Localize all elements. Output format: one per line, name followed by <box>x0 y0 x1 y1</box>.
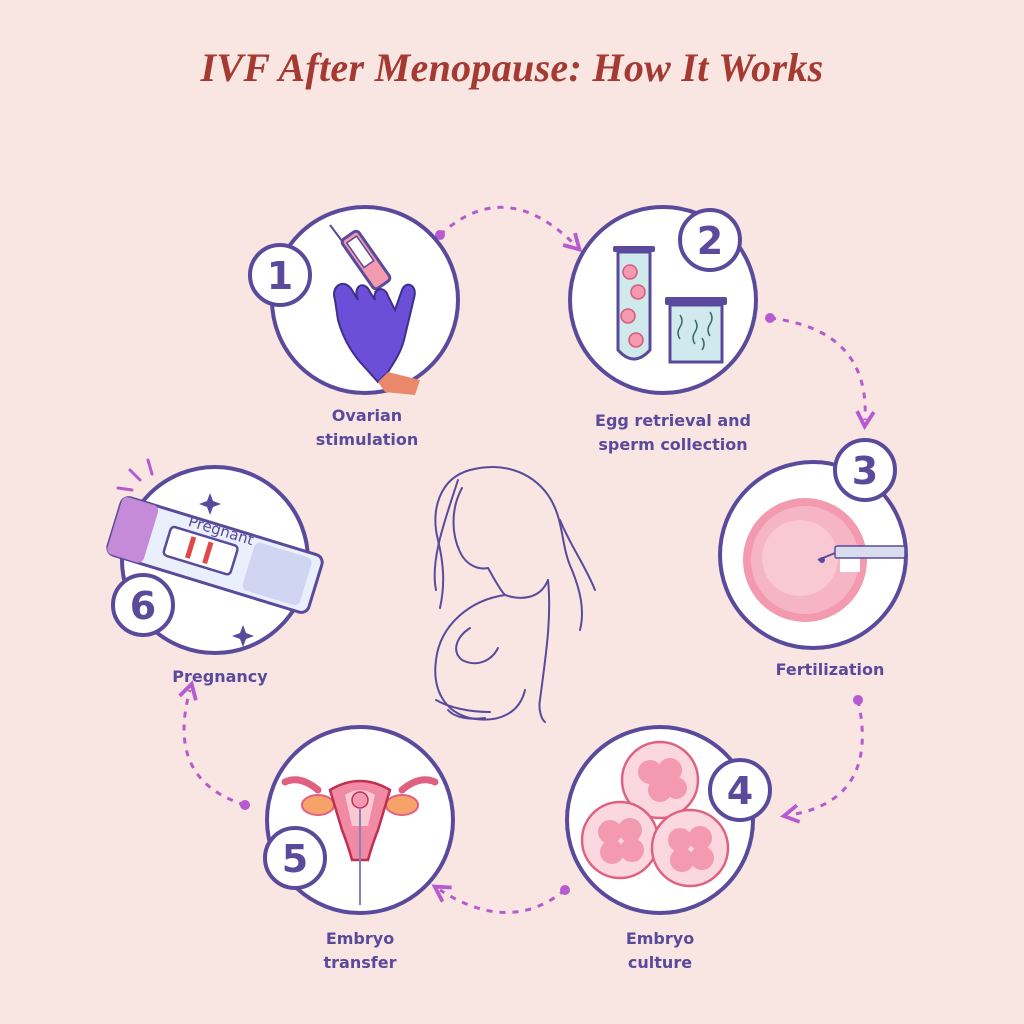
arrow-3-to-4 <box>780 699 864 824</box>
step-5-label: Embryo transfer <box>323 929 397 972</box>
arrow-1-to-2 <box>438 205 583 253</box>
page-title: IVF After Menopause: How It Works <box>200 45 824 90</box>
egg-cell-icon <box>743 498 867 622</box>
step-1-ovarian-stimulation: 1 <box>248 205 460 395</box>
step-5-embryo-transfer: 5 <box>263 725 455 915</box>
pregnancy-test-icon: Pregnant <box>106 458 324 647</box>
step-2-number: 2 <box>697 219 723 263</box>
test-tube-icon <box>613 246 655 361</box>
step-3-number: 3 <box>852 449 878 493</box>
step-6-pregnancy: Pregnant 6 <box>106 458 324 655</box>
step-6-label: Pregnancy <box>172 667 268 686</box>
step-6-number: 6 <box>130 584 156 628</box>
arrow-5-to-6 <box>178 680 246 807</box>
flow-arrows <box>178 205 876 914</box>
arrow-4-to-5 <box>431 884 566 914</box>
step-4-label: Embryo culture <box>625 929 695 972</box>
step-2-label: Egg retrieval and sperm collection <box>595 411 751 454</box>
step-5-number: 5 <box>282 837 308 881</box>
glove-icon <box>333 282 420 395</box>
step-2-egg-retrieval: 2 <box>568 205 758 395</box>
step-1-label: Ovarian stimulation <box>315 406 419 449</box>
step-4-embryo-culture: 4 <box>565 725 772 915</box>
step-3-fertilization: 3 <box>718 438 908 650</box>
pregnant-woman-illustration <box>433 466 596 723</box>
sperm-container-icon <box>665 297 727 364</box>
uterus-icon <box>281 776 439 905</box>
arrow-2-to-3 <box>769 316 876 431</box>
pipette-icon <box>817 545 906 563</box>
step-4-number: 4 <box>727 769 753 813</box>
step-1-number: 1 <box>267 254 293 298</box>
embryo-cells-icon <box>580 740 730 888</box>
arrow-start-dots <box>240 230 863 895</box>
step-3-label: Fertilization <box>775 660 885 679</box>
